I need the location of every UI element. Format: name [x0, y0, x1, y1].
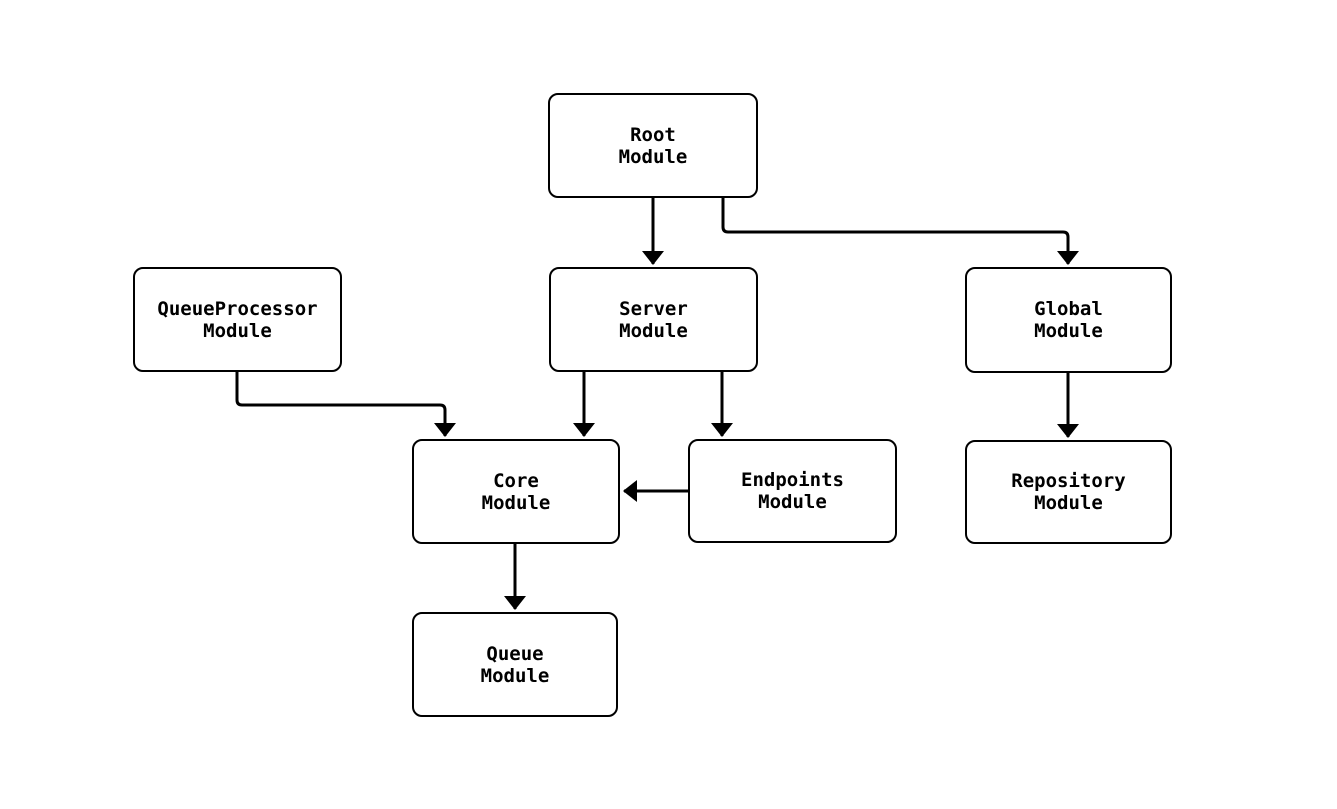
node-server-module-label: Server Module [619, 297, 688, 342]
edge-root-to-global [721, 197, 1079, 265]
node-core-module-label: Core Module [481, 469, 551, 514]
node-root-module: Root Module [548, 93, 758, 198]
node-root-module-label: Root Module [618, 123, 688, 168]
node-server-module: Server Module [549, 267, 758, 372]
node-core-module: Core Module [412, 439, 620, 544]
node-queue-module-label: Queue Module [480, 642, 550, 687]
node-queueprocessor-module: QueueProcessor Module [133, 267, 342, 372]
node-repository-module-label: Repository Module [1011, 470, 1126, 514]
node-endpoints-module-label: Endpoints Module [741, 469, 844, 513]
node-global-module: Global Module [965, 267, 1172, 373]
node-endpoints-module: Endpoints Module [688, 439, 897, 543]
node-repository-module: Repository Module [965, 440, 1172, 544]
edge-queueprocessor-to-core [235, 372, 456, 437]
node-queue-module: Queue Module [412, 612, 618, 717]
node-queueprocessor-module-label: QueueProcessor Module [157, 297, 318, 342]
node-global-module-label: Global Module [1034, 298, 1103, 342]
